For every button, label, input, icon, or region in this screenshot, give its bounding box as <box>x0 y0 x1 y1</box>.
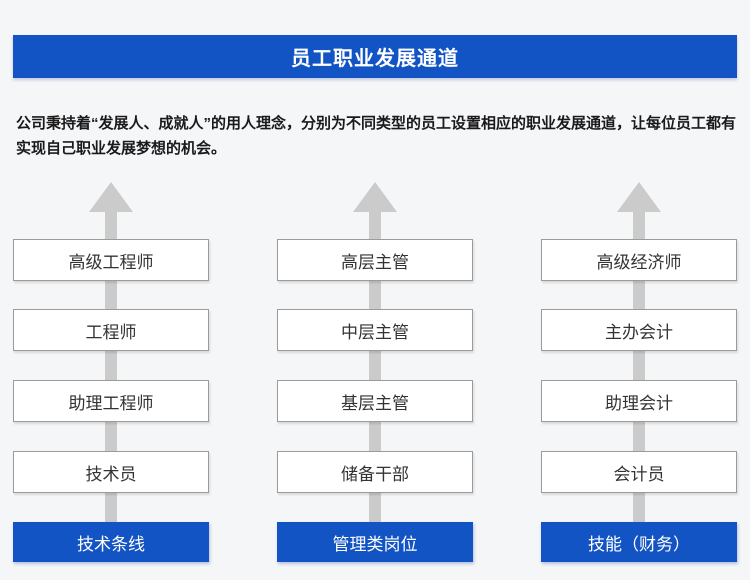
category-box-management: 管理类岗位 <box>277 522 473 562</box>
level-box: 储备干部 <box>277 451 473 493</box>
level-box: 主办会计 <box>541 309 737 351</box>
intro-paragraph: 公司秉持着“发展人、成就人”的用人理念，分别为不同类型的员工设置相应的职业发展通… <box>16 115 737 157</box>
level-box: 助理会计 <box>541 380 737 422</box>
up-arrow-icon <box>353 182 397 212</box>
ladder-technical: 高级工程师 工程师 助理工程师 技术员 技术条线 <box>13 182 209 562</box>
career-ladders: 高级工程师 工程师 助理工程师 技术员 技术条线 高层主管 中层主管 基层主管 … <box>13 182 737 562</box>
level-box: 高级经济师 <box>541 239 737 281</box>
arrow-stem <box>105 210 117 524</box>
up-arrow-icon <box>617 182 661 212</box>
level-box: 会计员 <box>541 451 737 493</box>
category-box-technical: 技术条线 <box>13 522 209 562</box>
level-box: 工程师 <box>13 309 209 351</box>
arrow-stem <box>369 210 381 524</box>
header-banner: 员工职业发展通道 <box>13 35 737 78</box>
level-box: 高层主管 <box>277 239 473 281</box>
level-box: 高级工程师 <box>13 239 209 281</box>
page-title: 员工职业发展通道 <box>291 48 459 70</box>
level-box: 技术员 <box>13 451 209 493</box>
category-box-finance-skill: 技能（财务） <box>541 522 737 562</box>
ladder-management: 高层主管 中层主管 基层主管 储备干部 管理类岗位 <box>277 182 473 562</box>
arrow-stem <box>633 210 645 524</box>
level-box: 基层主管 <box>277 380 473 422</box>
ladder-finance-skill: 高级经济师 主办会计 助理会计 会计员 技能（财务） <box>541 182 737 562</box>
level-box: 中层主管 <box>277 309 473 351</box>
level-box: 助理工程师 <box>13 380 209 422</box>
up-arrow-icon <box>89 182 133 212</box>
